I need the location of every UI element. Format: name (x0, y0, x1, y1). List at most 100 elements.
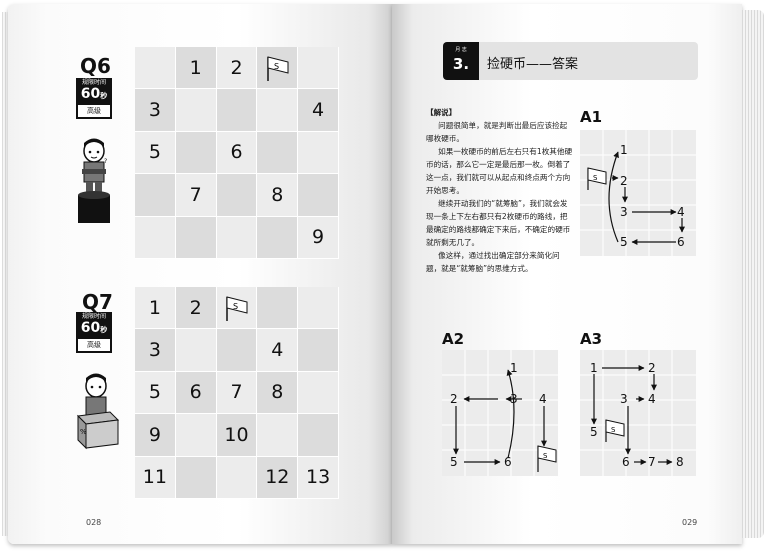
grid-cell (216, 174, 258, 217)
answer-diagram-a3: 1 2 3 4 5 6 7 8 S (580, 350, 696, 476)
answer-node: 4 (677, 205, 685, 219)
answer-node: 2 (620, 174, 628, 188)
grid-cell (216, 216, 258, 259)
grid-cell (257, 414, 299, 457)
boy-on-block-illustration: ? (78, 138, 110, 223)
answer-diagram-a2: 1 2 3 4 5 6 S (442, 350, 558, 476)
answer-node: 4 (648, 392, 656, 406)
grid-cell (298, 131, 339, 175)
start-flag-icon: S (605, 419, 625, 442)
page-number-right: 029 (682, 518, 698, 527)
answer-node: 3 (510, 392, 518, 406)
section-header: 月 志 3. 捡硬币——答案 (443, 42, 698, 80)
grid-cell: 5 (135, 371, 176, 415)
grid-cell (298, 414, 339, 457)
grid-cell: 2 (216, 47, 258, 90)
answer-node: 4 (539, 392, 547, 406)
start-flag-label: S (593, 174, 598, 182)
start-flag-label: S (274, 62, 279, 71)
grid-cell: 2 (175, 287, 217, 330)
svg-text:?: ? (104, 158, 107, 165)
section-label: 月 志 (455, 47, 467, 53)
boy-in-box-illustration: % (76, 373, 120, 450)
start-flag-label: S (611, 426, 616, 434)
start-flag-icon: S (537, 445, 557, 472)
answer-node: 7 (648, 455, 656, 469)
grid-cell: 12 (257, 456, 299, 499)
grid-cell: 8 (257, 371, 299, 415)
grid-cell (298, 174, 339, 217)
level-label: 高级 (78, 339, 110, 351)
answer-node: 1 (590, 361, 598, 375)
answer-diagram-a1: 1 2 3 4 5 6 S (580, 130, 696, 256)
grid-cell: S (216, 287, 258, 330)
section-number: 3. (452, 55, 470, 73)
start-flag-label: S (233, 302, 238, 311)
grid-cell (175, 216, 217, 259)
answer-node: 5 (590, 425, 598, 439)
grid-cell: 3 (135, 329, 176, 372)
grid-cell: 13 (298, 456, 339, 499)
svg-text:%: % (80, 428, 87, 436)
grid-cell: 4 (298, 89, 339, 132)
grid-cell: 7 (175, 174, 217, 217)
answer-label-a3: A3 (580, 330, 603, 348)
answer-node: 8 (676, 455, 684, 469)
answer-node: 5 (620, 235, 628, 249)
answer-node: 3 (620, 205, 628, 219)
grid-cell (175, 131, 217, 175)
time-limit-box-q6: 规限时间 60秒 高级 (76, 78, 112, 119)
explanation-paragraph: 如果一枚硬币的前后左右只有1枚其他硬币的话，那么它一定是最后那一枚。倒着了这一点… (426, 147, 573, 195)
start-flag-icon: S (587, 167, 607, 190)
quiz-label-q7: Q7 (82, 290, 113, 314)
explanation-paragraph: 像这样，通过找出确定部分来简化问题，就是“就筹脑”的思维方式。 (426, 251, 560, 273)
answer-node: 1 (620, 143, 628, 157)
grid-cell (216, 89, 258, 132)
grid-cell: 1 (135, 287, 176, 330)
grid-cell: 6 (175, 371, 217, 415)
grid-cell: 9 (135, 414, 176, 457)
time-limit-label: 规限时间 (81, 79, 106, 86)
answer-node: 2 (648, 361, 656, 375)
answer-node: 6 (622, 455, 630, 469)
time-limit-value: 60秒 (80, 86, 108, 102)
grid-cell: 1 (175, 47, 217, 90)
grid-cell (135, 174, 176, 217)
grid-cell (175, 329, 217, 372)
explanation-text: 【解说】 问题很简单，就是判断出最后应该捡起哪枚硬币。 如果一枚硬币的前后左右只… (426, 106, 574, 275)
grid-cell (298, 47, 339, 90)
time-limit-value: 60秒 (80, 320, 108, 336)
quiz-label-q6: Q6 (80, 54, 111, 78)
grid-cell (257, 131, 299, 175)
grid-cell (135, 47, 176, 90)
grid-cell: 11 (135, 456, 176, 499)
time-limit-box-q7: 规限时间 60秒 高级 (76, 312, 112, 353)
grid-cell: S (257, 47, 299, 90)
grid-cell (216, 456, 258, 499)
left-page-edges (2, 12, 10, 536)
grid-cell: 7 (216, 371, 258, 415)
grid-cell (135, 216, 176, 259)
grid-cell (216, 329, 258, 372)
page-number-left: 028 (86, 518, 102, 527)
grid-cell (257, 216, 299, 259)
answer-label-a1: A1 (580, 108, 603, 126)
grid-cell: 5 (135, 131, 176, 175)
grid-cell (298, 329, 339, 372)
grid-cell: 8 (257, 174, 299, 217)
level-label: 高级 (78, 105, 110, 117)
answer-node: 6 (677, 235, 685, 249)
grid-cell (257, 287, 299, 330)
answer-node: 2 (450, 392, 458, 406)
grid-cell: 6 (216, 131, 258, 175)
grid-cell (298, 371, 339, 415)
answer-node: 5 (450, 455, 458, 469)
start-flag-icon: S (267, 56, 289, 81)
right-page-edges (742, 10, 764, 538)
section-title: 捡硬币——答案 (487, 57, 579, 72)
grid-cell: 9 (298, 216, 339, 259)
answer-node: 6 (504, 455, 512, 469)
grid-cell (298, 287, 339, 330)
